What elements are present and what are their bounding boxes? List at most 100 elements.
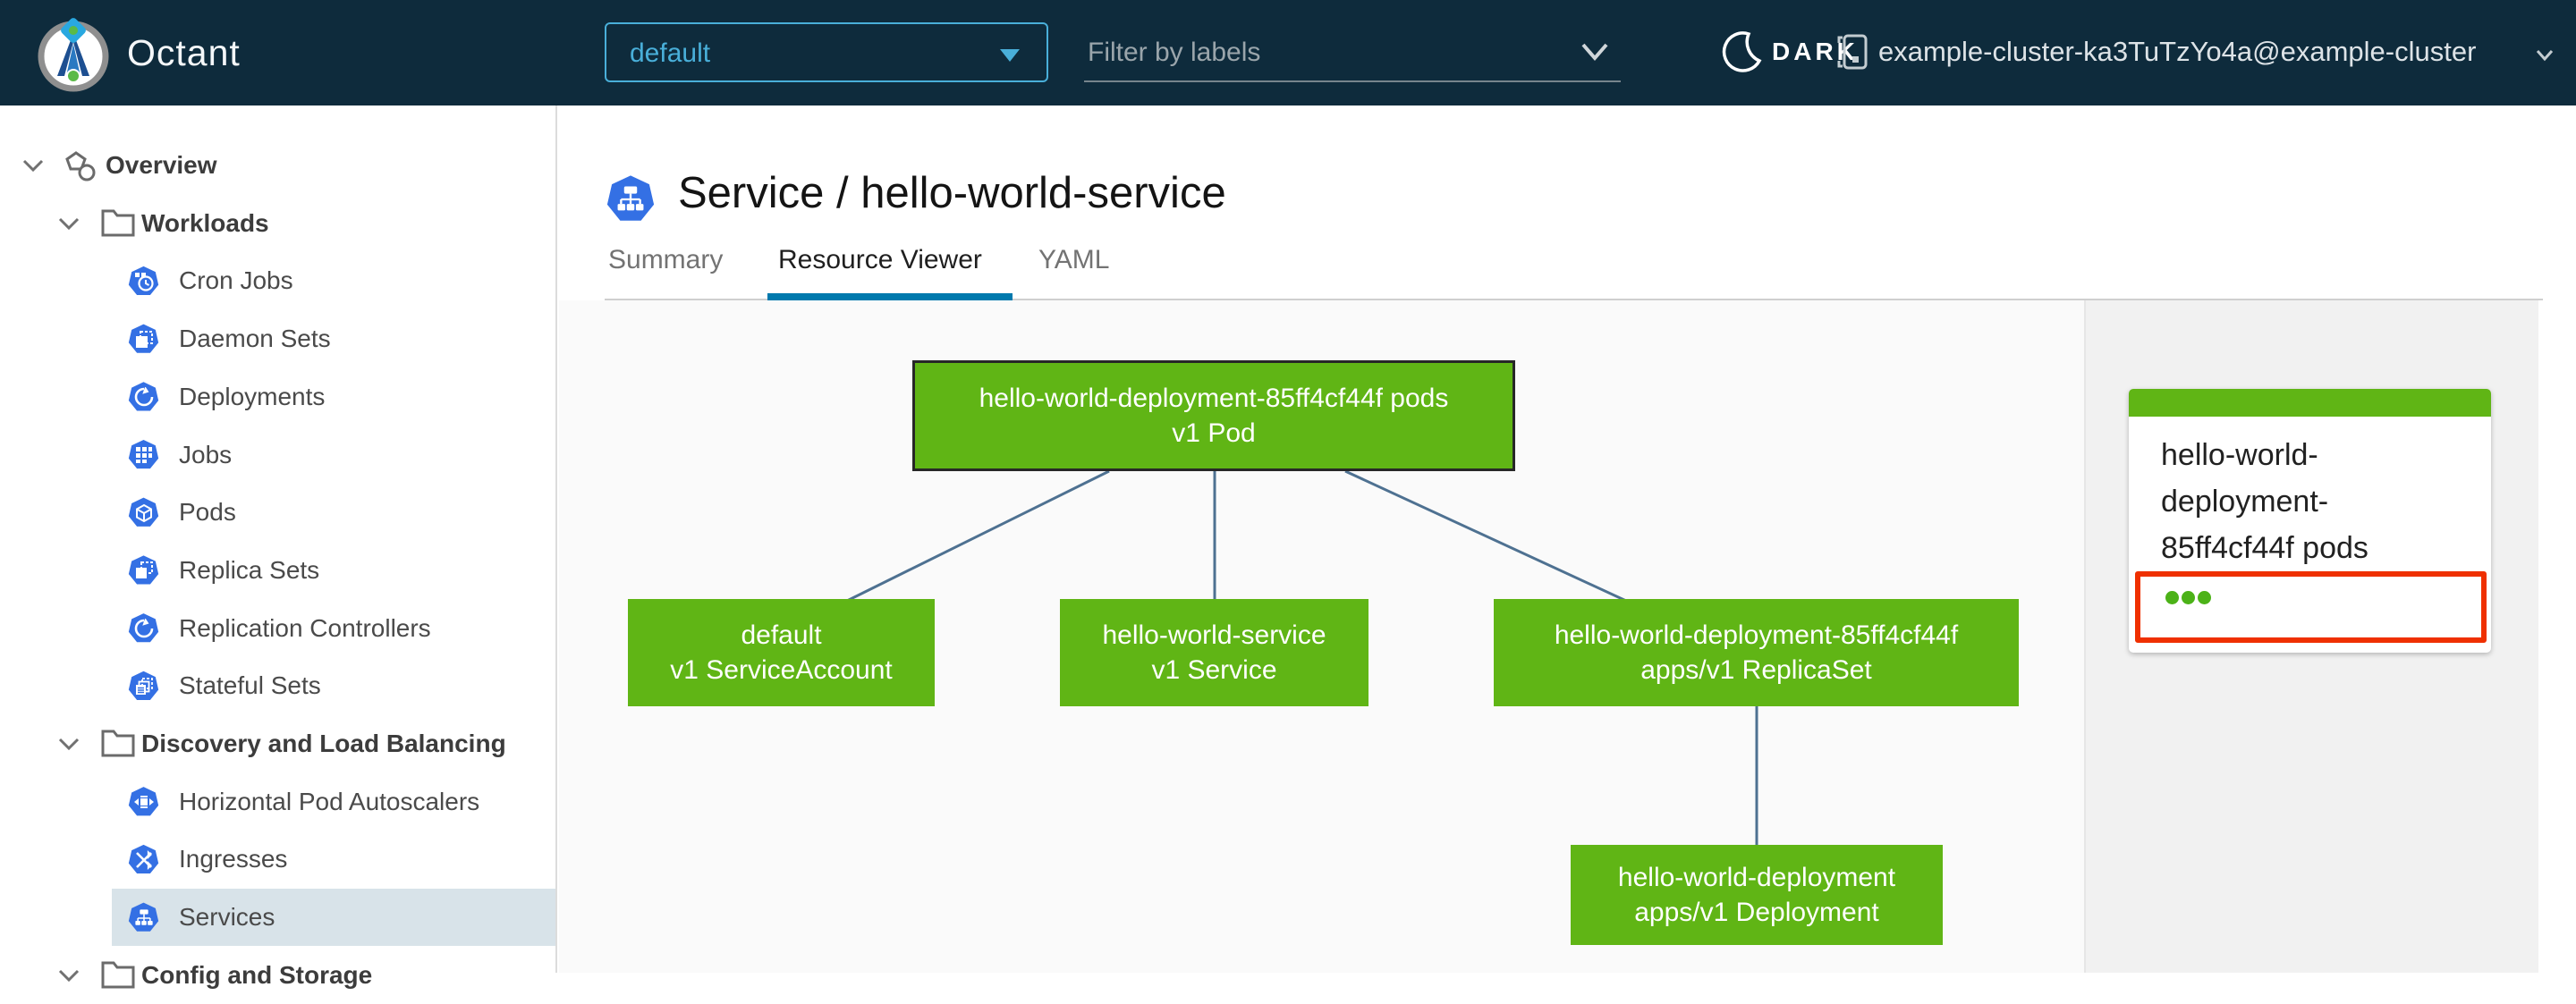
card-title-line: deployment-: [2161, 485, 2329, 519]
tab-bar: Summary Resource Viewer YAML: [605, 234, 2543, 300]
node-kind: v1 ServiceAccount: [670, 655, 893, 685]
sidebar-item-ingresses[interactable]: Ingresses: [0, 831, 555, 888]
namespace-dropdown[interactable]: default: [605, 22, 1048, 82]
graph-node-serviceaccount[interactable]: default v1 ServiceAccount: [628, 599, 935, 706]
hpa-icon: [128, 787, 159, 816]
pod-ok-dot-icon: [2198, 591, 2211, 604]
sidebar-item-label: Cron Jobs: [179, 266, 293, 295]
sidebar-item-label: Discovery and Load Balancing: [141, 730, 506, 757]
sidebar-item-label: Jobs: [179, 440, 233, 468]
pod-ok-dot-icon: [2165, 591, 2179, 604]
card-title-line: hello-world-: [2161, 438, 2318, 472]
node-name: hello-world-deployment-85ff4cf44f: [1554, 620, 1959, 650]
cronjob-icon: [128, 266, 159, 296]
chevron-down-icon[interactable]: [55, 734, 82, 758]
chevron-down-icon: [1580, 41, 1610, 67]
chevron-down-icon[interactable]: [20, 156, 47, 180]
node-kind: v1 Pod: [1172, 418, 1256, 448]
sidebar-item-deployments[interactable]: Deployments: [0, 368, 555, 426]
sidebar-item-horizontal-pod-autoscalers[interactable]: Horizontal Pod Autoscalers: [0, 773, 555, 831]
replicationcontroller-icon: [128, 613, 159, 643]
node-name: default: [741, 620, 822, 650]
dropdown-caret-icon: [1000, 49, 1020, 62]
sidebar-item-discovery-and-load-balancing[interactable]: Discovery and Load Balancing: [0, 715, 555, 772]
card-status-bar: [2129, 389, 2491, 417]
node-name: hello-world-deployment-85ff4cf44f pods: [979, 384, 1449, 413]
filter-by-labels-input[interactable]: Filter by labels: [1084, 27, 1621, 82]
sidebar-item-replica-sets[interactable]: Replica Sets: [0, 542, 555, 599]
sidebar-item-label: Workloads: [141, 208, 269, 237]
sidebar-item-label: Ingresses: [179, 845, 288, 873]
folder-icon: [100, 728, 136, 763]
filter-placeholder: Filter by labels: [1088, 38, 1261, 67]
pod-status-dots: [2165, 591, 2214, 609]
resource-graph-canvas: hello-world-deployment-85ff4cf44f pods v…: [559, 300, 2084, 973]
pod-status-box: [2135, 571, 2487, 643]
service-icon: [606, 175, 655, 221]
sidebar-item-config-and-storage[interactable]: Config and Storage: [0, 947, 555, 1004]
top-navbar: Octant default Filter by labels DARK: [0, 0, 2576, 105]
deployment-icon: [128, 382, 159, 411]
folder-icon: [100, 207, 136, 242]
statefulset-icon: [128, 671, 159, 700]
namespace-dropdown-value: default: [630, 38, 711, 68]
sidebar-item-jobs[interactable]: Jobs: [0, 426, 555, 484]
cluster-selector[interactable]: example-cluster-ka3TuTzYo4a@example-clus…: [1835, 27, 2554, 80]
sidebar-item-label: Overview: [106, 151, 217, 179]
sidebar-item-label: Pods: [179, 498, 236, 527]
sidebar-item-label: Config and Storage: [141, 960, 373, 989]
replicaset-icon: [128, 555, 159, 585]
card-title-line: 85ff4cf44f pods: [2161, 531, 2368, 565]
sidebar-item-replication-controllers[interactable]: Replication Controllers: [0, 600, 555, 657]
node-kind: v1 Service: [1151, 655, 1277, 685]
graph-node-service[interactable]: hello-world-service v1 Service: [1060, 599, 1368, 706]
tab-yaml[interactable]: YAML: [1038, 245, 1110, 274]
sidebar-item-workloads[interactable]: Workloads: [0, 195, 555, 252]
graph-node-deployment[interactable]: hello-world-deployment apps/v1 Deploymen…: [1571, 845, 1943, 945]
sidebar-item-services[interactable]: Services: [0, 889, 555, 947]
graph-edges: [846, 469, 1758, 845]
sidebar-item-pods[interactable]: Pods: [0, 484, 555, 541]
sidebar-item-label: Replication Controllers: [179, 613, 431, 642]
sidebar-item-overview[interactable]: Overview: [0, 137, 555, 194]
sidebar-item-label: Services: [179, 903, 275, 932]
octant-logo-icon: [34, 13, 113, 92]
job-icon: [128, 439, 159, 469]
objects-icon: [63, 149, 98, 190]
page-title: Service / hello-world-service: [678, 169, 1226, 217]
node-kind: apps/v1 ReplicaSet: [1640, 655, 1872, 685]
cluster-terminal-icon: [1835, 32, 1871, 76]
cluster-name: example-cluster-ka3TuTzYo4a@example-clus…: [1878, 36, 2477, 67]
dark-toggle-label: DARK: [1772, 38, 1859, 65]
service-icon: [128, 902, 159, 932]
daemonset-icon: [128, 324, 159, 353]
sidebar-item-label: Daemon Sets: [179, 325, 331, 353]
sidebar-item-label: Deployments: [179, 382, 326, 410]
node-name: hello-world-deployment: [1617, 863, 1896, 892]
app-title: Octant: [127, 32, 241, 73]
sidebar-item-label: Replica Sets: [179, 555, 320, 584]
detail-panel: hello-world- deployment- 85ff4cf44f pods: [2084, 300, 2538, 973]
node-name: hello-world-service: [1102, 620, 1326, 650]
dark-theme-toggle[interactable]: DARK: [1722, 27, 1892, 80]
chevron-down-icon[interactable]: [55, 214, 82, 238]
sidebar-item-daemon-sets[interactable]: Daemon Sets: [0, 310, 555, 367]
ingress-icon: [128, 844, 159, 874]
sidebar-item-label: Stateful Sets: [179, 671, 321, 700]
sidebar-item-label: Horizontal Pod Autoscalers: [179, 787, 480, 815]
node-kind: apps/v1 Deployment: [1634, 898, 1879, 927]
sidebar-item-cron-jobs[interactable]: Cron Jobs: [0, 252, 555, 309]
folder-icon: [100, 959, 136, 994]
tab-resource-viewer[interactable]: Resource Viewer: [767, 245, 1013, 300]
graph-node-pod[interactable]: hello-world-deployment-85ff4cf44f pods v…: [912, 360, 1515, 471]
graph-node-replicaset[interactable]: hello-world-deployment-85ff4cf44f apps/v…: [1494, 599, 2019, 706]
sidebar-item-stateful-sets[interactable]: Stateful Sets: [0, 657, 555, 714]
tab-summary[interactable]: Summary: [608, 245, 724, 274]
selected-resource-card[interactable]: hello-world- deployment- 85ff4cf44f pods: [2129, 389, 2491, 653]
main-content: Service / hello-world-service Summary Re…: [559, 105, 2576, 973]
selected-row-highlight: [112, 889, 555, 947]
moon-icon: [1722, 29, 1765, 80]
chevron-down-icon[interactable]: [55, 966, 82, 990]
pod-icon: [128, 497, 159, 527]
